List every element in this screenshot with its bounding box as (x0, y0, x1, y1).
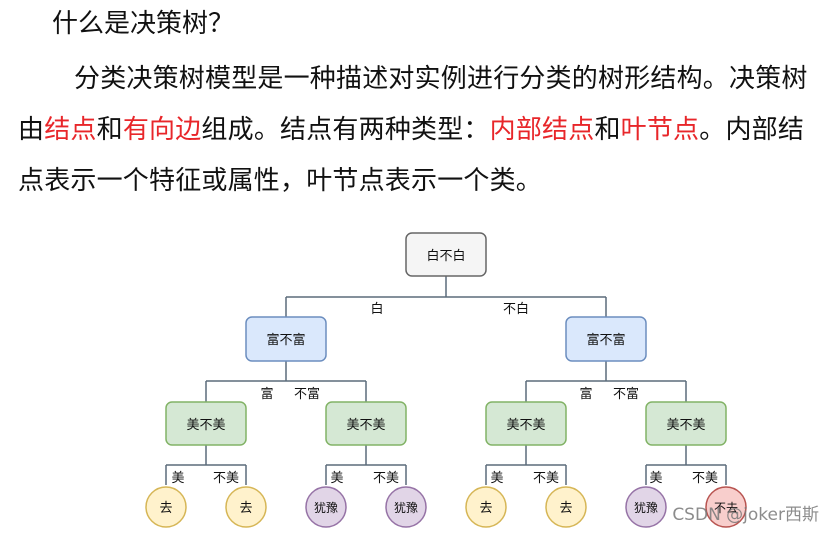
edge-label-rich: 富 (579, 386, 592, 402)
para-text-3: 组成。结点有两种类型： (201, 115, 490, 145)
intro-paragraph: 分类决策树模型是一种描述对实例进行分类的树形结构。决策树由结点和有向边组成。结点… (18, 54, 826, 207)
leaf-node-go (145, 486, 187, 528)
leaf-node-hesitate (385, 486, 427, 528)
pretty-node (485, 401, 567, 446)
leaf-label: 去 (559, 501, 572, 516)
leaf-node-go (465, 486, 507, 528)
pretty-node-label: 美不美 (506, 418, 545, 433)
leaf-node-hesitate (625, 486, 667, 528)
pretty-node (165, 401, 247, 446)
para-text-5: 。内部结点表示一个特征或属性，叶节点表示一个类。 (18, 115, 805, 196)
leaf-label: 去 (479, 501, 492, 516)
para-text-4: 和 (594, 115, 621, 145)
page-heading: 什么是决策树？ (52, 9, 235, 39)
edge-label-rich: 富 (260, 386, 273, 402)
term-directed-edge: 有向边 (122, 115, 202, 145)
rich-node-label: 富不富 (586, 332, 625, 348)
tree-edges (165, 276, 727, 485)
edge-label-pretty: 美 (649, 471, 662, 486)
edge-label-pretty: 美 (330, 471, 343, 486)
edge-label-not-pretty: 不美 (373, 471, 399, 486)
rich-node (245, 316, 327, 362)
edge-label-not-rich: 不富 (613, 386, 639, 402)
leaf-node-hesitate (305, 486, 347, 528)
para-text-2: 和 (96, 115, 123, 145)
root-node-label: 白不白 (426, 248, 465, 264)
pretty-node-label: 美不美 (186, 418, 225, 433)
edge-label-not-pretty: 不美 (533, 471, 559, 486)
edge-label-pretty: 美 (490, 471, 503, 486)
term-node: 结点 (44, 115, 97, 145)
edge-label-not-rich: 不富 (294, 386, 320, 402)
edge-label-pretty: 美 (171, 471, 184, 486)
watermark: CSDN @joker西斯 (672, 505, 819, 525)
pretty-node-label: 美不美 (666, 418, 705, 433)
edge-label-not-white: 不白 (503, 301, 529, 317)
term-leaf-node: 叶节点 (620, 115, 700, 145)
leaf-label: 犹豫 (394, 501, 418, 515)
leaf-label: 犹豫 (314, 501, 338, 515)
para-text-1: 分类决策树模型是一种描述对实例进行分类的树形结构。决策树由 (18, 64, 808, 145)
leaf-node-go (225, 486, 267, 528)
leaf-label: 犹豫 (634, 501, 658, 515)
rich-node-label: 富不富 (266, 332, 305, 348)
leaf-node-go (545, 486, 587, 528)
leaf-label: 去 (239, 501, 252, 516)
rich-node (565, 316, 647, 362)
term-internal-node: 内部结点 (489, 115, 595, 145)
leaf-label: 去 (159, 501, 172, 516)
pretty-node (325, 401, 407, 446)
root-node (405, 232, 487, 277)
leaf-label: 不去 (714, 501, 738, 515)
edge-label-not-pretty: 不美 (213, 471, 239, 486)
edge-label-not-pretty: 不美 (692, 471, 718, 486)
pretty-node-label: 美不美 (346, 418, 385, 433)
leaf-node-not-go (705, 486, 747, 528)
pretty-node (645, 401, 727, 446)
edge-label-white: 白 (370, 301, 383, 317)
